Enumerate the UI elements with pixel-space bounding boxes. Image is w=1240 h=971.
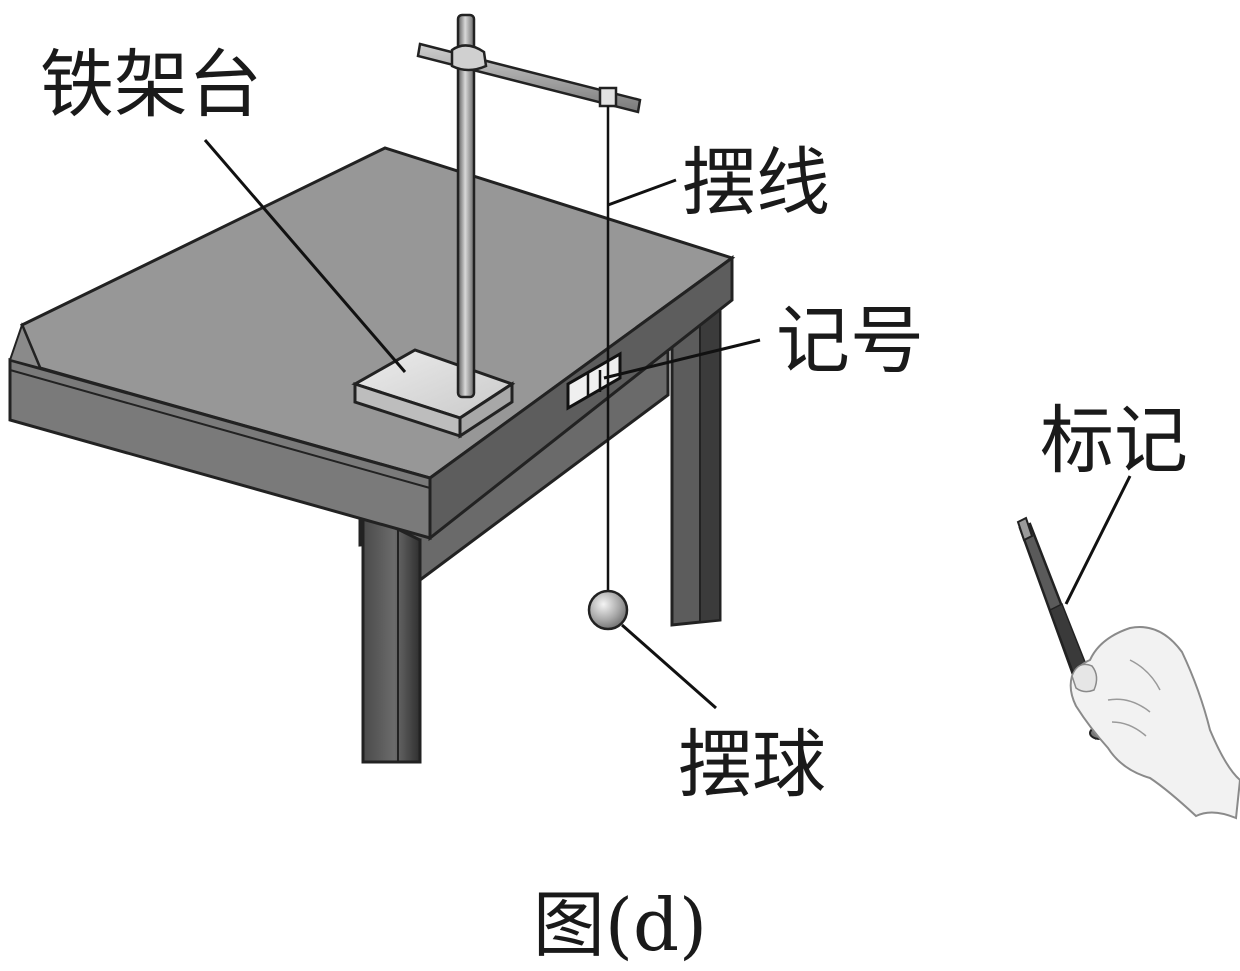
- hand-with-pen: [1016, 516, 1240, 820]
- leader-stand: [203, 139, 407, 373]
- leader-string: [607, 178, 677, 207]
- leader-mark: [603, 338, 761, 380]
- table-top: [8, 146, 736, 542]
- leader-lines: [203, 139, 1132, 710]
- label-marking: 标记: [1040, 398, 1188, 484]
- leader-marking: [1064, 475, 1132, 605]
- label-stand: 铁架台: [40, 42, 262, 128]
- table-leg-back: [670, 302, 722, 627]
- pendulum-bob: [587, 589, 629, 631]
- label-string: 摆线: [682, 140, 830, 226]
- label-bob: 摆球: [678, 722, 826, 808]
- stand-rod: [456, 13, 476, 399]
- figure-caption: 图(d): [533, 883, 707, 967]
- leader-bob: [621, 623, 717, 710]
- stand-base: [351, 348, 516, 439]
- label-mark: 记号: [776, 298, 924, 384]
- table-leg-front: [361, 509, 422, 764]
- stand-arm: [416, 42, 642, 114]
